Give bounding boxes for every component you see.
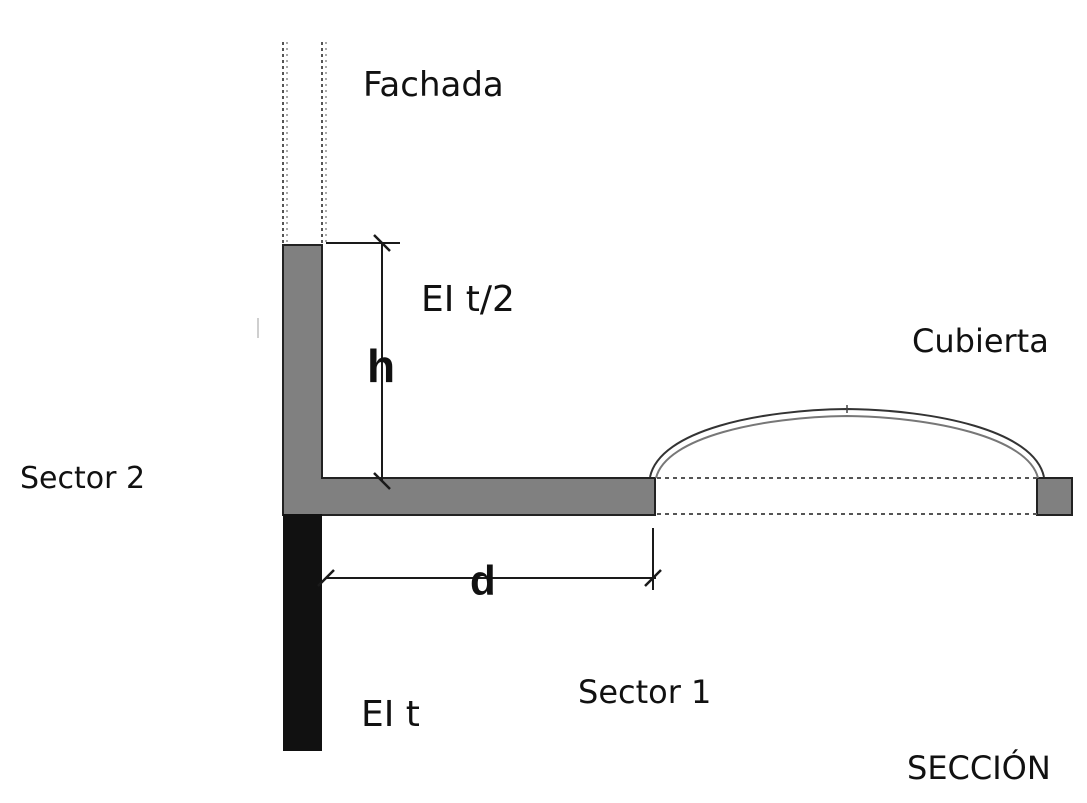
dome-roof — [649, 405, 1045, 479]
sector-1-label: Sector 1 — [578, 673, 712, 711]
sector-2-label: Sector 2 — [20, 461, 146, 496]
fachada-label: Fachada — [363, 65, 504, 105]
ei-t-half-label: EI t/2 — [421, 279, 515, 320]
skylight-opening — [657, 477, 1037, 515]
ei-t-label: EI t — [361, 694, 420, 735]
h-dimension — [326, 234, 400, 490]
h-dimension-label: h — [367, 340, 396, 392]
d-dimension — [317, 528, 662, 590]
facade-wall — [282, 42, 327, 245]
wall-ei-t — [283, 514, 322, 751]
roof-edge-block — [1036, 477, 1073, 516]
seccion-label: SECCIÓN — [907, 749, 1051, 787]
d-dimension-label: d — [470, 557, 496, 604]
cubierta-label: Cubierta — [912, 322, 1049, 360]
